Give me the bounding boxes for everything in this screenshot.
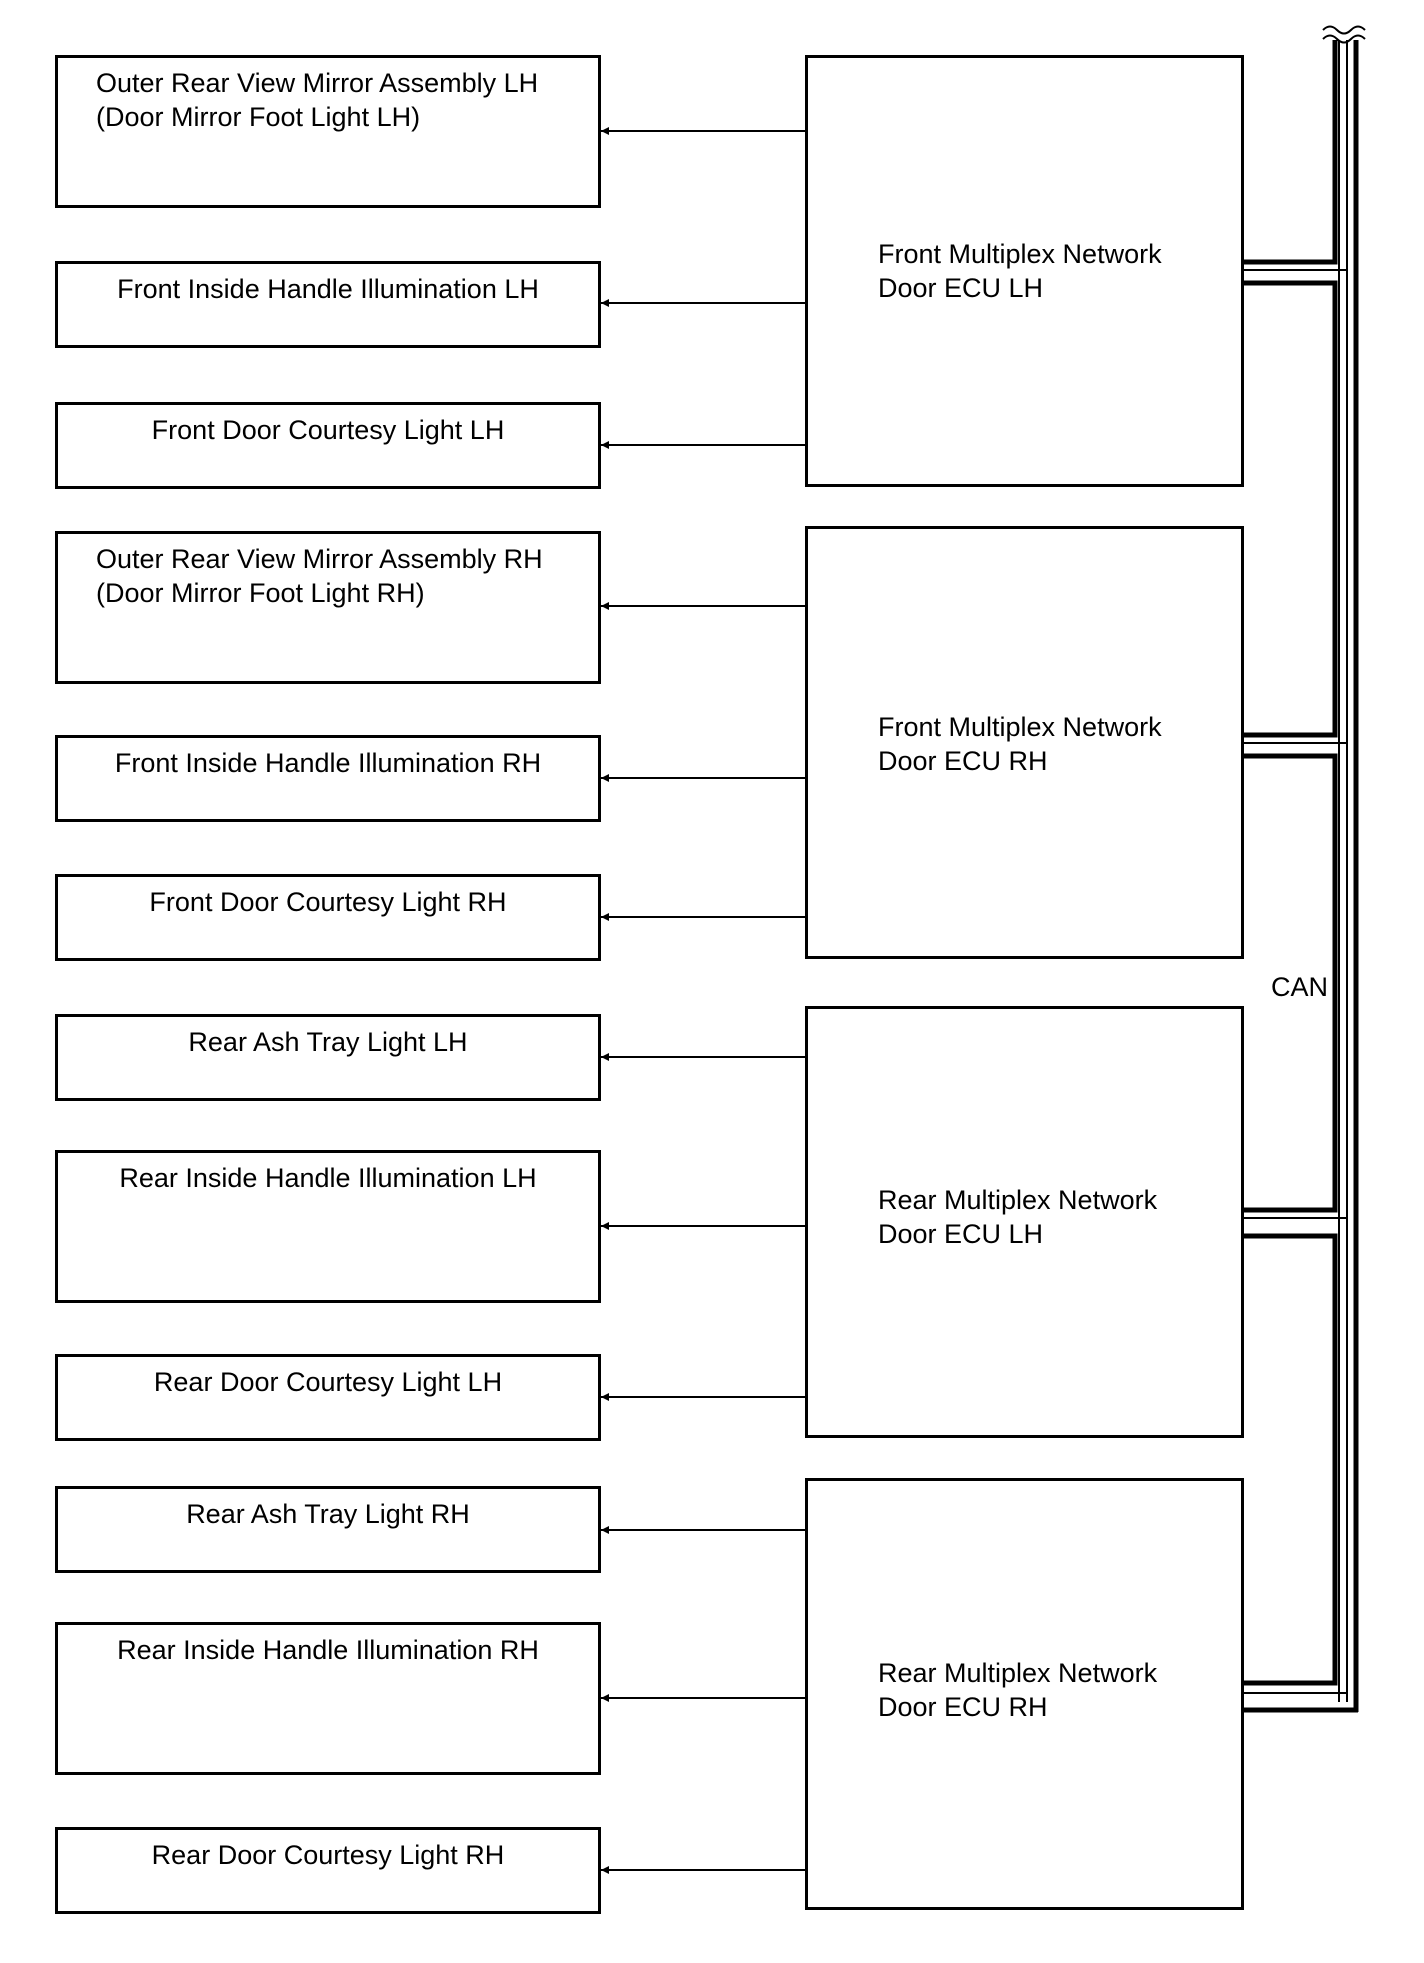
output-device-label-3-3: Rear Door Courtesy Light LH [153,1367,503,1397]
output-device-box-3-3: Rear Door Courtesy Light LH [55,1354,601,1441]
output-device-box-1-2: Front Inside Handle Illumination LH [55,261,601,348]
output-device-label-2-2: Front Inside Handle Illumination RH [114,748,542,778]
output-device-label-1-2: Front Inside Handle Illumination LH [117,274,539,304]
output-device-box-2-2: Front Inside Handle Illumination RH [55,735,601,822]
output-arrows [601,127,805,1874]
output-device-label-1-1: Outer Rear View Mirror Assembly LH (Door… [96,68,539,132]
ecu-box-4: Rear Multiplex Network Door ECU RH [805,1478,1244,1910]
ecu-box-2: Front Multiplex Network Door ECU RH [805,526,1244,959]
can-bus-label: CAN [1271,972,1329,1002]
can-bus [1322,25,1366,1712]
output-device-box-4-2: Rear Inside Handle Illumination RH [55,1622,601,1775]
output-device-label-2-3: Front Door Courtesy Light RH [149,887,507,917]
output-device-box-3-2: Rear Inside Handle Illumination LH [55,1150,601,1303]
output-device-box-2-3: Front Door Courtesy Light RH [55,874,601,961]
can-connection-rear-rh [1240,1692,1358,1713]
output-device-label-2-1: Outer Rear View Mirror Assembly RH (Door… [96,544,543,608]
ecu-label-2: Front Multiplex Network Door ECU RH [878,712,1162,776]
output-device-label-3-2: Rear Inside Handle Illumination LH [119,1163,537,1193]
output-device-box-4-1: Rear Ash Tray Light RH [55,1486,601,1573]
output-device-label-4-3: Rear Door Courtesy Light RH [151,1840,505,1870]
bus-break-icon [1322,25,1366,44]
output-device-label-4-1: Rear Ash Tray Light RH [186,1499,470,1529]
can-connection-rear-lh [1240,1217,1347,1686]
output-device-label-1-3: Front Door Courtesy Light LH [151,415,505,445]
output-device-box-1-1: Outer Rear View Mirror Assembly LH (Door… [55,55,601,208]
ecu-box-3: Rear Multiplex Network Door ECU LH [805,1006,1244,1438]
ecu-label-3: Rear Multiplex Network Door ECU LH [878,1185,1158,1249]
output-device-label-3-1: Rear Ash Tray Light LH [188,1027,468,1057]
ecu-label-1: Front Multiplex Network Door ECU LH [878,239,1162,303]
output-device-box-2-1: Outer Rear View Mirror Assembly RH (Door… [55,531,601,684]
ecu-box-1: Front Multiplex Network Door ECU LH [805,55,1244,487]
ecu-label-4: Rear Multiplex Network Door ECU RH [878,1658,1158,1722]
output-device-box-3-1: Rear Ash Tray Light LH [55,1014,601,1101]
output-device-box-4-3: Rear Door Courtesy Light RH [55,1827,601,1914]
output-device-label-4-2: Rear Inside Handle Illumination RH [117,1635,539,1665]
output-device-box-1-3: Front Door Courtesy Light LH [55,402,601,489]
can-connection-front-lh [1240,40,1347,738]
can-connection-front-rh [1240,742,1347,1213]
